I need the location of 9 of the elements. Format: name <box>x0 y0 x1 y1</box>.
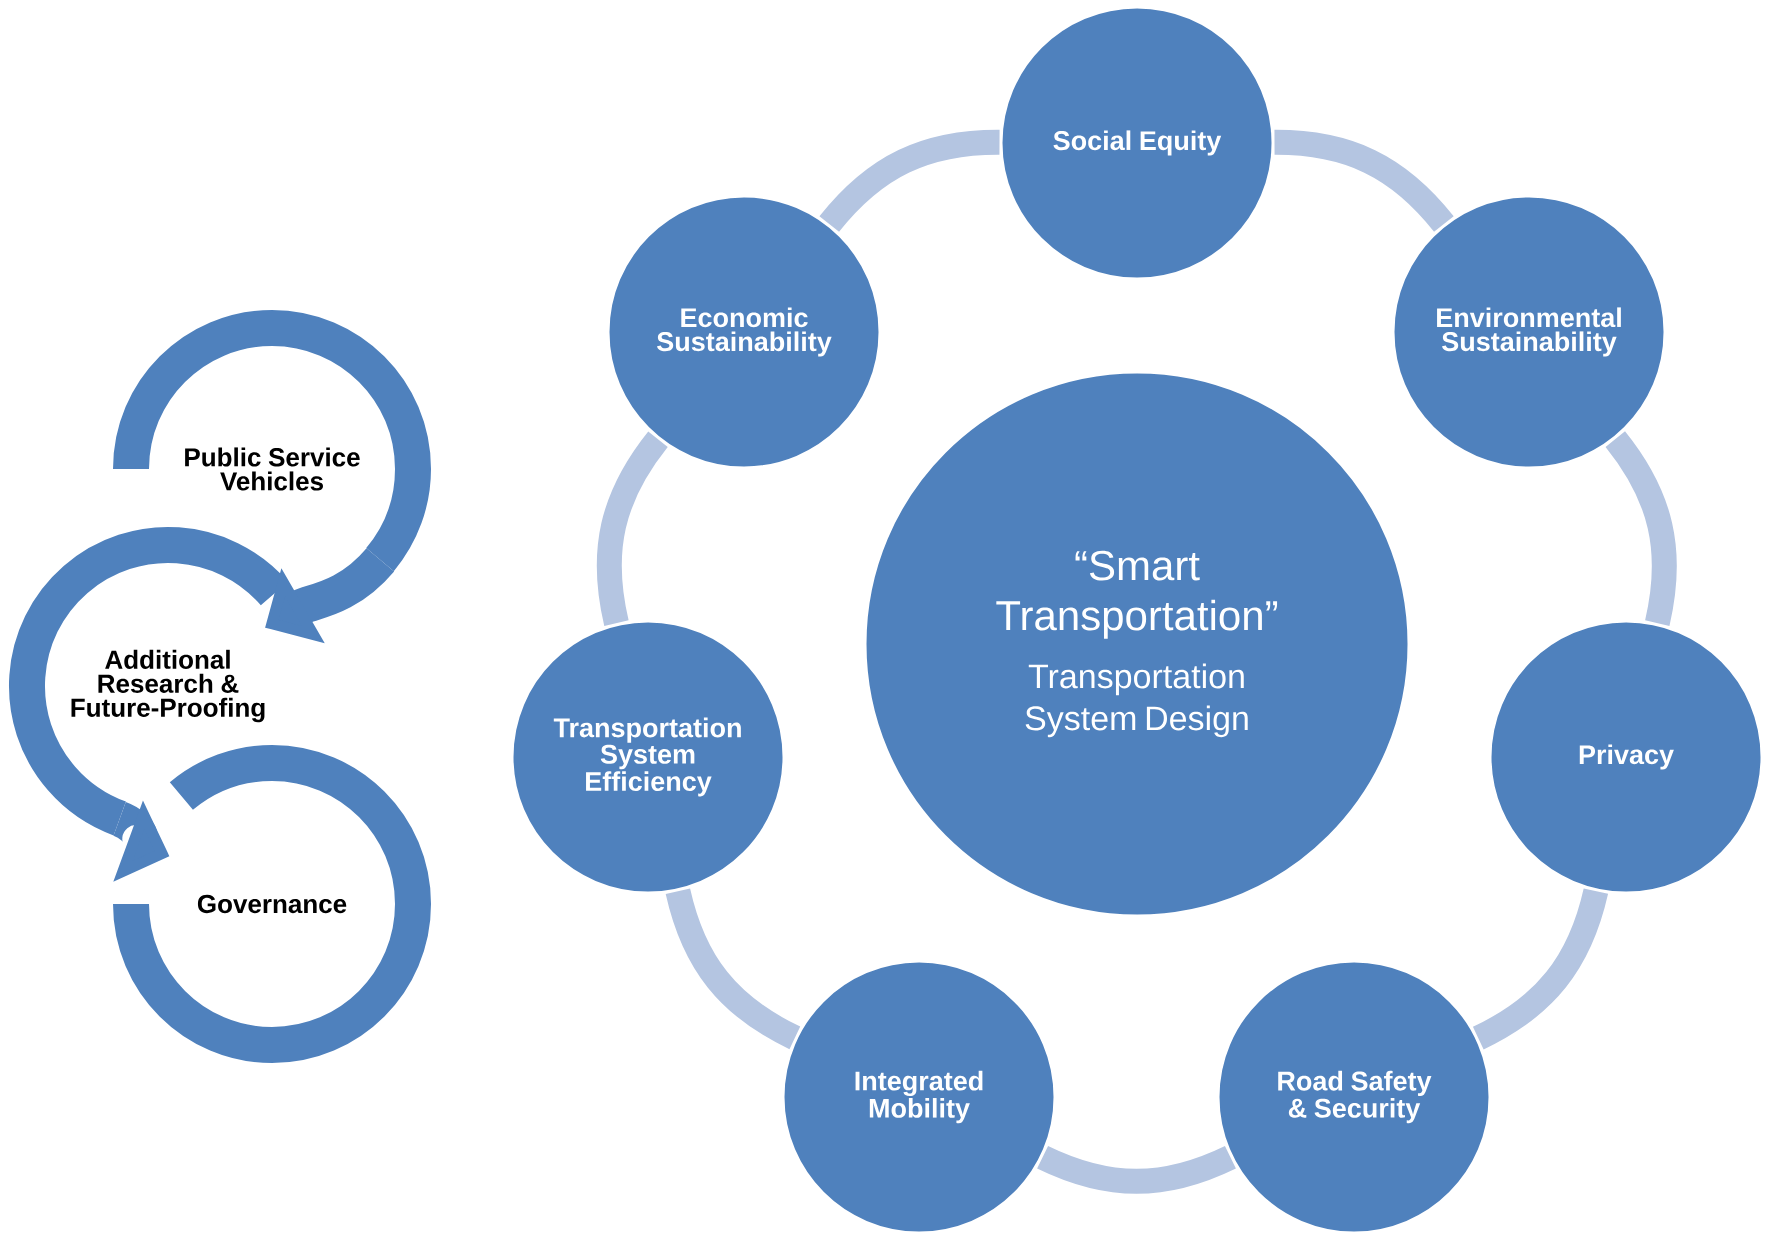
connector-arc <box>596 431 668 626</box>
connector-arc <box>665 888 801 1050</box>
connector-arc <box>819 129 1000 233</box>
connector-arc <box>1605 431 1677 626</box>
connector-arc <box>1274 129 1454 233</box>
cycle-ring: Public Service Vehicles <box>113 309 431 571</box>
connector-arc <box>1472 888 1608 1050</box>
connector-arc <box>1037 1145 1236 1194</box>
cycle-ring: Governance <box>113 745 431 1063</box>
